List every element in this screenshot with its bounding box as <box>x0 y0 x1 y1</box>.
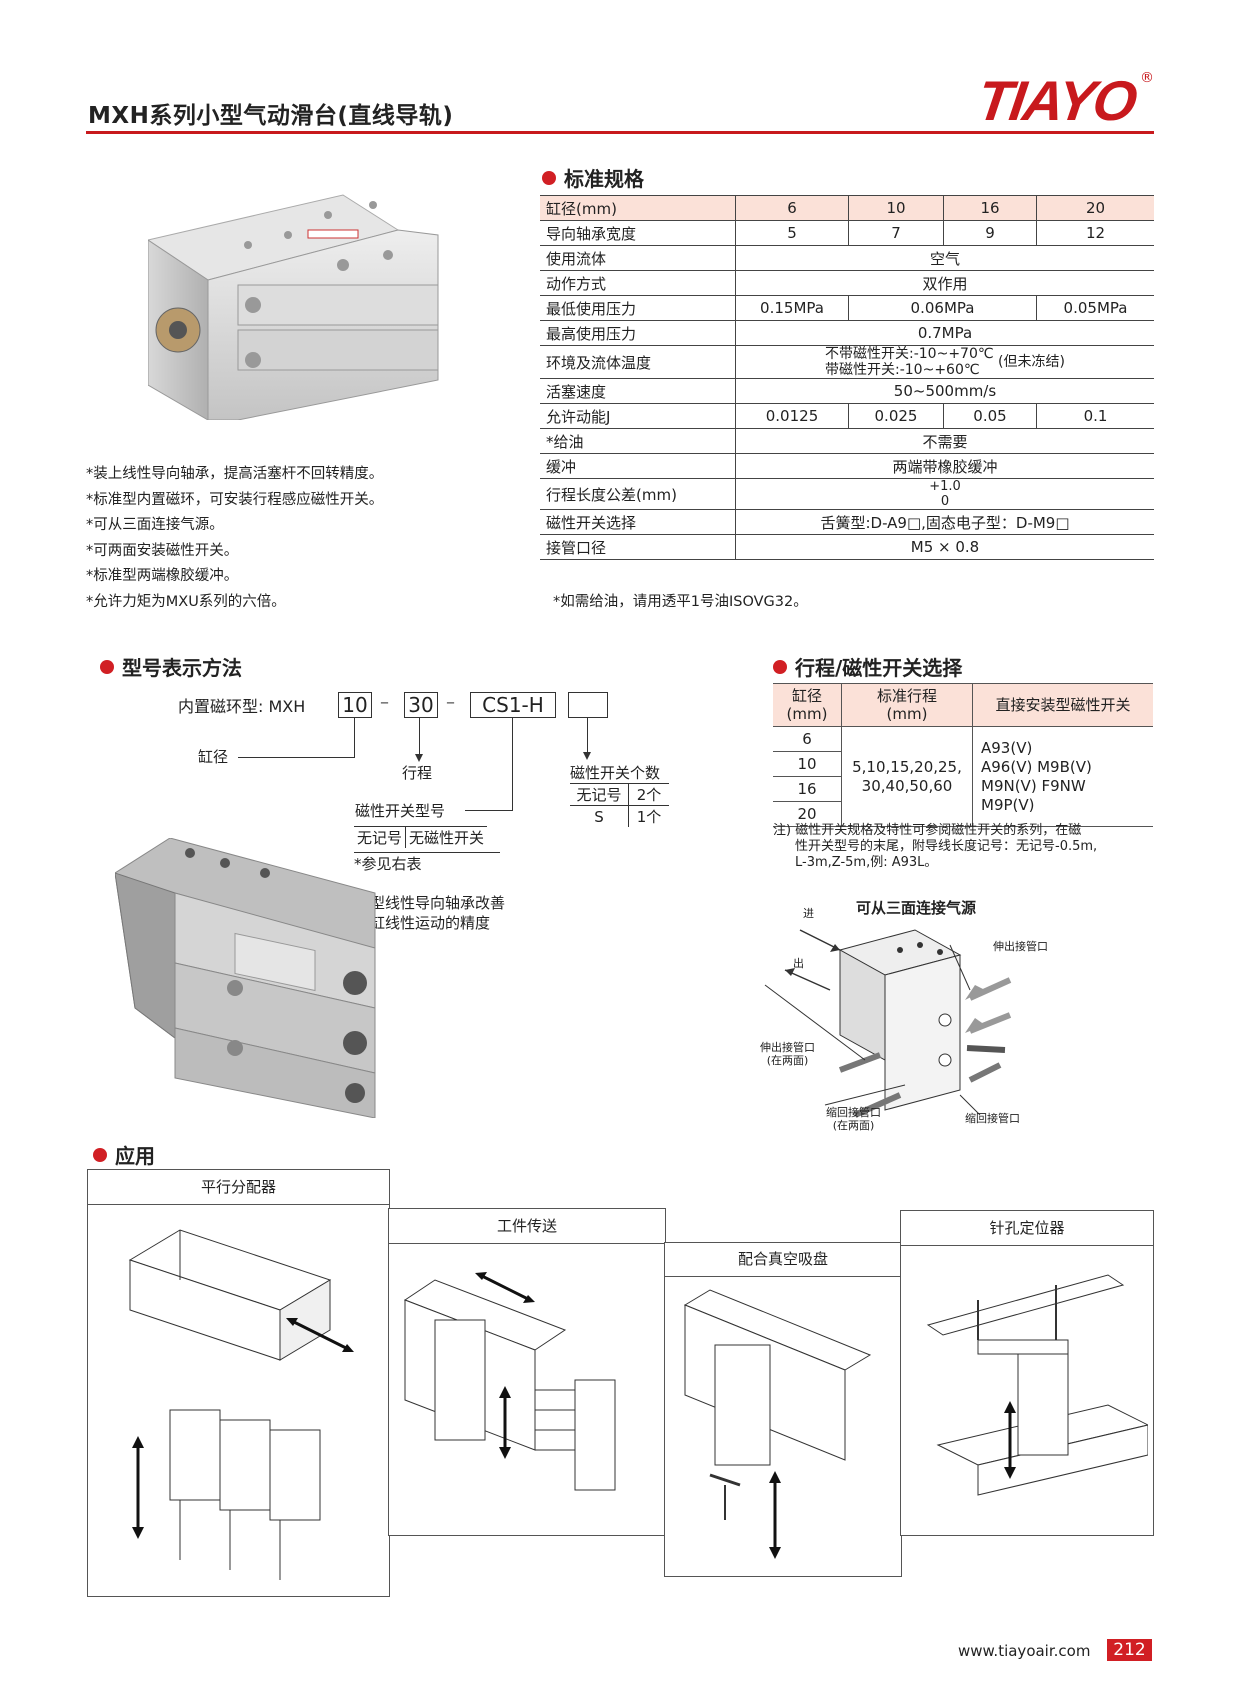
table-row: S 1个 <box>570 805 669 827</box>
arrow-down-icon <box>415 754 423 762</box>
feature-item: *可从三面连接气源。 <box>86 517 224 533</box>
table-row: 使用流体 空气 <box>540 245 1154 271</box>
switch-type-table: 无记号 无磁性开关 <box>354 826 488 848</box>
leader-line <box>354 718 355 758</box>
arrow-down-icon <box>583 752 591 760</box>
table-row: *给油 不需要 <box>540 428 1154 454</box>
table-row: 活塞速度 50~500mm/s <box>540 378 1154 404</box>
stroke-heading: 行程/磁性开关选择 <box>773 652 962 681</box>
feature-item: *可两面安装磁性开关。 <box>86 542 239 559</box>
table-row: 无记号 无磁性开关 <box>354 826 488 848</box>
application-heading: 应用 <box>93 1140 155 1169</box>
table-row: 最低使用压力 0.15MPa 0.06MPa 0.05MPa <box>540 295 1154 321</box>
app-panel-header: 平行分配器 <box>87 1169 390 1205</box>
port-label-extend-side: 伸出接管口 (在两面) <box>760 1041 815 1067</box>
table-row: 接管口径 M5 × 0.8 <box>540 534 1154 560</box>
table-row: 允许动能J 0.0125 0.025 0.05 0.1 <box>540 403 1154 429</box>
header-divider <box>86 131 1154 134</box>
page-number: 212 <box>1107 1639 1152 1661</box>
app-panel-header: 针孔定位器 <box>900 1210 1154 1246</box>
page-title: MXH系列小型气动滑台(直线导轨) <box>88 103 454 129</box>
table-row: 动作方式 双作用 <box>540 270 1154 296</box>
model-bore-box: 10 <box>338 692 372 718</box>
feature-item: *装上线性导向轴承，提高活塞杆不回转精度。 <box>86 466 384 482</box>
table-row: 6 5,10,15,20,25,30,40,50,60 A93(V) A96(V… <box>773 726 1153 827</box>
product-image-cutaway <box>115 838 376 1118</box>
port-diagram-title: 可从三面连接气源 <box>856 899 977 917</box>
label-switch-type: 磁性开关型号 <box>355 802 446 820</box>
port-label-retract-right: 缩回接管口 <box>965 1112 1020 1125</box>
leader-line <box>512 718 513 810</box>
port-label-in: 进 <box>803 907 814 920</box>
app-panel-header: 工件传送 <box>388 1208 666 1244</box>
table-row: 环境及流体温度 不带磁性开关:-10~+70℃ 带磁性开关:-10~+60℃ (… <box>540 345 1154 379</box>
feature-item: *标准型两端橡胶缓冲。 <box>86 568 239 584</box>
illustration-parallel-distributor <box>128 1229 354 1580</box>
table-row: 无记号 2个 <box>570 783 669 806</box>
bullet-dot-icon <box>93 1148 107 1162</box>
feature-item: *标准型内置磁环，可安装行程感应磁性开关。 <box>86 491 384 508</box>
registered-mark: ® <box>1140 70 1154 86</box>
bullet-dot-icon <box>542 171 556 185</box>
model-description: 小型线性导向轴承改善 气缸线性运动的精度 <box>355 894 506 932</box>
illustration-vacuum-pad <box>683 1289 872 1559</box>
label-bore: 缸径 <box>198 748 229 766</box>
leader-line <box>419 718 420 756</box>
model-prefix: 内置磁环型: MXH <box>178 697 306 716</box>
feature-item: *允许力矩为MXU系列的六倍。 <box>86 593 286 610</box>
table-row: 16 <box>773 776 1153 802</box>
port-label-retract-bottom: 缩回接管口 (在两面) <box>826 1106 881 1132</box>
table-row: 磁性开关选择 舌簧型:D-A9□,固态电子型：D-M9□ <box>540 509 1154 535</box>
table-row: 导向轴承宽度 5 7 9 12 <box>540 220 1154 246</box>
port-label-extend-top: 伸出接管口 <box>993 940 1048 953</box>
illustration-workpiece-transfer <box>403 1272 616 1491</box>
leader-line <box>465 810 513 811</box>
model-heading: 型号表示方法 <box>100 652 242 681</box>
port-label-out: 出 <box>793 957 804 970</box>
model-stroke-box: 30 <box>404 692 438 718</box>
table-row: 行程长度公差(mm) +1.0 0 <box>540 478 1154 510</box>
switch-count-table: 无记号 2个 S 1个 <box>570 783 669 827</box>
label-count: 磁性开关个数 <box>570 764 661 782</box>
table-row: 10 <box>773 751 1153 777</box>
table-row: 缸径(mm) 标准行程(mm) 直接安装型磁性开关 <box>773 683 1153 727</box>
table-row: 最高使用压力 0.7MPa <box>540 320 1154 346</box>
table-row: 20 <box>773 801 1153 827</box>
bullet-dot-icon <box>773 660 787 674</box>
table-row: 缸径(mm) 6 10 16 20 <box>540 195 1154 221</box>
app-panel-header: 配合真空吸盘 <box>664 1242 902 1277</box>
product-image-top <box>148 194 439 420</box>
port-diagram <box>764 929 1012 1118</box>
stroke-note: 注) 磁性开关规格及特性可参阅磁性开关的系列，在磁 性开关型号的末尾，附导线长度… <box>773 823 1098 870</box>
feature-list: *装上线性导向轴承，提高活塞杆不回转精度。 *标准型内置磁环，可安装行程感应磁性… <box>86 462 383 615</box>
spec-heading: 标准规格 <box>542 163 644 192</box>
label-stroke: 行程 <box>402 764 433 782</box>
leader-line <box>238 757 355 758</box>
model-dash: – <box>380 692 389 713</box>
spec-table: 缸径(mm) 6 10 16 20 导向轴承宽度 5 7 9 12 使用流体 空… <box>540 195 1154 560</box>
bullet-dot-icon <box>100 660 114 674</box>
leader-line <box>587 718 588 754</box>
model-switch-box: CS1-H <box>470 692 556 718</box>
footer-url[interactable]: www.tiayoair.com <box>958 1642 1091 1660</box>
brand-logo: TIAYO <box>973 69 1140 132</box>
model-dash: – <box>446 692 455 713</box>
illustration-pin-locator <box>926 1274 1148 1496</box>
model-count-box <box>568 692 608 718</box>
stroke-switch-table: 缸径(mm) 标准行程(mm) 直接安装型磁性开关 6 5,10,15,20,2… <box>773 683 1153 827</box>
see-right-note: *参见右表 <box>354 852 500 874</box>
spec-note: *如需给油，请用透平1号油ISOVG32。 <box>553 594 808 610</box>
table-row: 缓冲 两端带橡胶缓冲 <box>540 453 1154 479</box>
